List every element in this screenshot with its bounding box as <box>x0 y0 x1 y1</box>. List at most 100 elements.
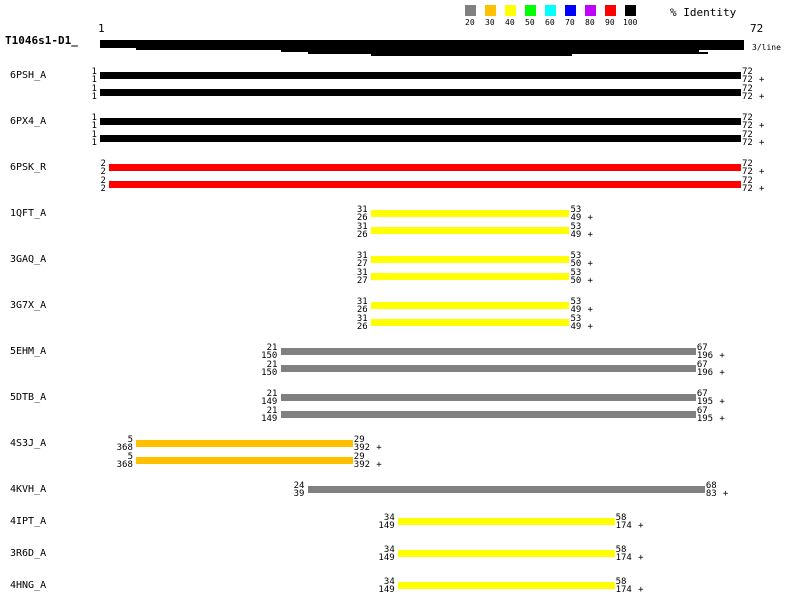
alignment-bar <box>100 118 741 125</box>
strand: + <box>759 121 765 131</box>
legend-label: 50 <box>525 18 535 27</box>
query-start: 21 <box>266 389 278 399</box>
alignment-bar <box>397 550 615 557</box>
subject-end: 72 <box>742 184 753 194</box>
query-end: 58 <box>615 577 627 587</box>
query-start: 31 <box>356 314 368 324</box>
alignment-bar <box>280 394 696 401</box>
query-end: 58 <box>615 513 627 523</box>
subject-end: 195 <box>696 414 714 424</box>
query-start: 5 <box>127 435 134 445</box>
subject-end: 174 <box>615 521 632 531</box>
subject-end: 49 <box>570 230 582 240</box>
range-end-label: 72 <box>750 22 764 35</box>
alignment-bar <box>280 365 696 372</box>
hit-name: 1QFT_A <box>10 208 47 219</box>
subject-start: 368 <box>116 460 133 470</box>
strand: + <box>376 460 382 470</box>
alignment-bar <box>136 440 353 447</box>
subject-end: 49 <box>570 305 582 315</box>
query-end: 53 <box>570 314 582 324</box>
legend-title: % Identity <box>670 6 737 19</box>
alignment-bar <box>100 89 741 96</box>
subject-end: 49 <box>570 322 582 332</box>
strand: + <box>376 443 382 453</box>
alignment-bar <box>280 411 696 418</box>
query-end: 29 <box>353 435 365 445</box>
query-end: 53 <box>570 251 582 261</box>
coverage-line <box>100 44 744 46</box>
query-start: 34 <box>383 577 395 587</box>
query-start: 2 <box>100 176 106 186</box>
subject-start: 26 <box>356 230 368 240</box>
alignment-bar <box>370 273 570 280</box>
query-end: 67 <box>696 360 708 370</box>
query-end: 72 <box>742 130 753 140</box>
legend-label: 40 <box>505 18 515 27</box>
hit-name: 6PX4_A <box>10 116 47 127</box>
strand: + <box>587 322 593 332</box>
subject-start: 27 <box>356 276 368 286</box>
query-end: 72 <box>742 84 753 94</box>
query-start: 31 <box>356 222 368 232</box>
hit-name: 4HNG_A <box>10 580 47 591</box>
hit-name: 6PSK_R <box>10 162 47 173</box>
query-start: 1 <box>91 84 97 94</box>
alignment-bar <box>280 348 696 355</box>
legend-label: 60 <box>545 18 555 27</box>
legend-label: 70 <box>565 18 575 27</box>
subject-start: 2 <box>100 167 106 177</box>
strand: + <box>719 351 725 361</box>
alignment-bar <box>100 135 741 142</box>
query-end: 68 <box>705 481 717 491</box>
subject-start: 1 <box>91 121 97 131</box>
subject-start: 368 <box>116 443 133 453</box>
subject-end: 392 <box>353 460 371 470</box>
strand: + <box>719 397 725 407</box>
subject-end: 72 <box>742 121 753 131</box>
query-end: 53 <box>570 268 582 278</box>
subject-end: 174 <box>615 585 632 595</box>
hit-name: 4KVH_A <box>10 484 47 495</box>
alignment-bar <box>370 302 570 309</box>
subject-end: 195 <box>696 397 714 407</box>
strand: + <box>638 585 644 595</box>
strand: + <box>638 521 644 531</box>
strand: + <box>759 167 765 177</box>
subject-end: 196 <box>696 368 714 378</box>
query-end: 67 <box>696 343 708 353</box>
subject-end: 49 <box>570 213 582 223</box>
subject-start: 150 <box>261 351 278 361</box>
alignment-bar <box>397 518 615 525</box>
legend-swatch <box>505 5 516 16</box>
alignment-bar <box>109 181 741 188</box>
subject-start: 1 <box>91 138 97 148</box>
coverage-line <box>370 54 573 56</box>
strand: + <box>587 276 593 286</box>
subject-start: 2 <box>100 184 106 194</box>
strand: + <box>722 489 729 499</box>
subject-start: 149 <box>378 553 395 563</box>
strand: + <box>759 138 765 148</box>
query-start: 21 <box>266 360 278 370</box>
hit-name: 3GAQ_A <box>10 254 47 265</box>
legend-swatch <box>625 5 636 16</box>
subject-end: 72 <box>742 75 753 85</box>
legend-swatch <box>565 5 576 16</box>
coverage-line <box>100 42 744 44</box>
legend-label: 80 <box>585 18 595 27</box>
query-start: 24 <box>293 481 305 491</box>
subject-end: 72 <box>742 167 753 177</box>
query-end: 72 <box>742 113 753 123</box>
alignment-bar <box>136 457 353 464</box>
query-end: 72 <box>742 159 753 169</box>
subject-start: 149 <box>378 585 395 595</box>
strand: + <box>759 184 765 194</box>
subject-end: 72 <box>742 92 753 102</box>
hit-name: 5DTB_A <box>10 392 47 403</box>
query-start: 5 <box>127 452 134 462</box>
legend-swatch <box>525 5 536 16</box>
legend-swatch <box>465 5 476 16</box>
alignment-bar <box>109 164 741 171</box>
query-start: 34 <box>383 513 395 523</box>
